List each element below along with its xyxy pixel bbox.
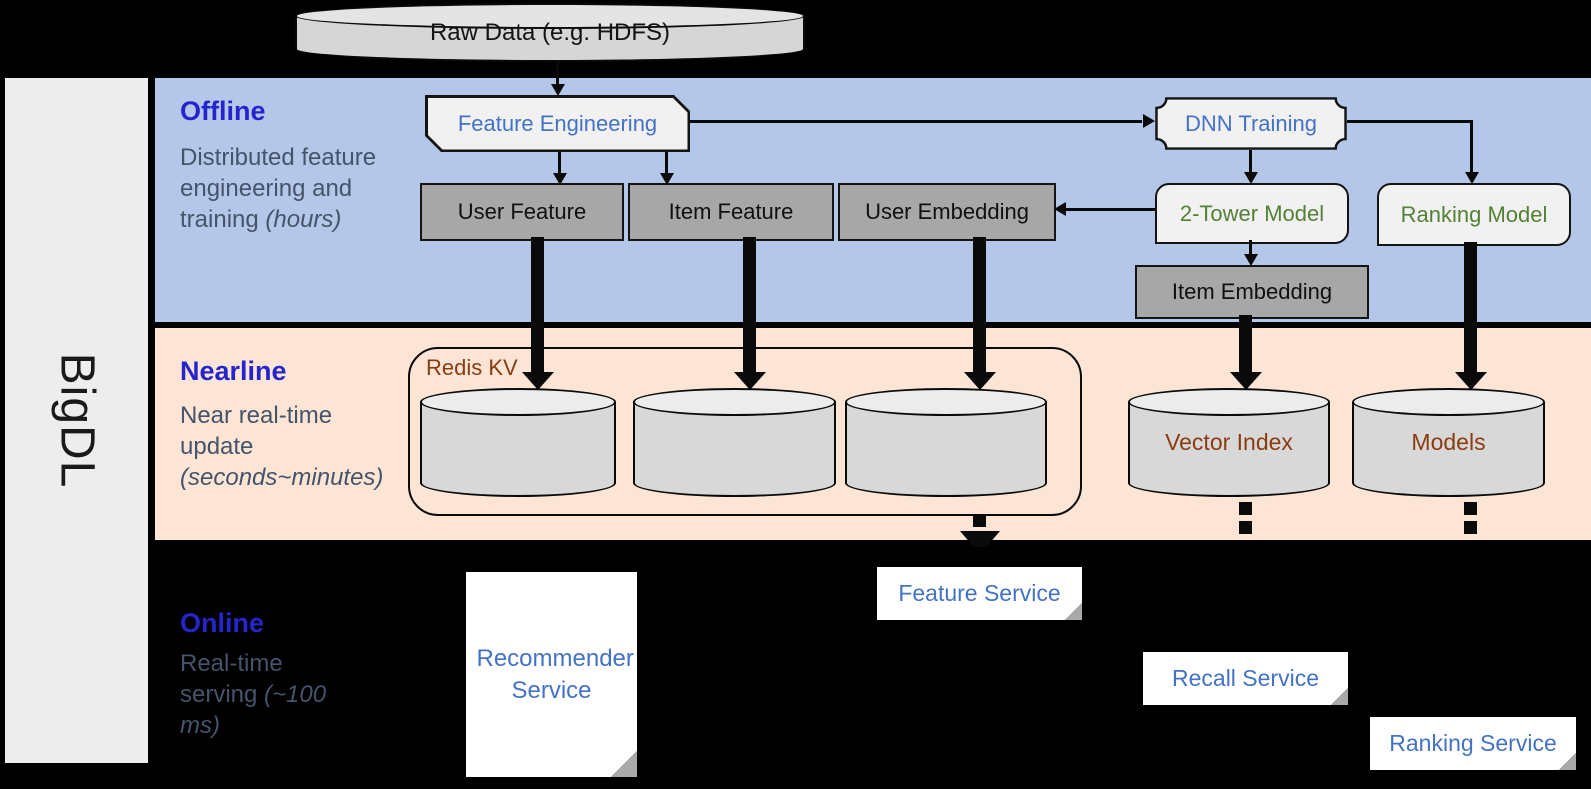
cylinder-top [845, 388, 1047, 416]
arrow-rankingmodel-to-models-bar [1464, 242, 1477, 372]
arrow-userfeature-to-kv-bar [531, 237, 544, 372]
dnn-training-label: DNN Training [1184, 110, 1318, 136]
ranking-model-node: Ranking Model [1377, 183, 1571, 246]
arrow-twotower-to-itemembedding-line [1249, 240, 1252, 254]
cylinder-top [633, 388, 836, 416]
document-shape [1370, 717, 1576, 770]
arrow-fe-to-userfeature-line [558, 152, 561, 173]
recall-service-node: Recall Service [1143, 652, 1348, 705]
kv-shard-cylinder-2 [633, 388, 836, 497]
feature-service-node: Feature Service [877, 567, 1082, 620]
bigdl-sidebar: BigDL [5, 78, 148, 763]
arrow-twotower-to-itemembedding-head [1244, 254, 1258, 266]
arrow-itemfeature-to-kv-head [734, 372, 766, 390]
arrow-rankingmodel-to-models-head [1455, 372, 1487, 390]
feature-service-label: Feature Service [898, 579, 1061, 606]
models-cylinder: Models [1352, 388, 1545, 497]
arrow-itemfeature-to-kv-bar [743, 237, 756, 372]
recommender-service-label: Recommender Service [476, 645, 634, 704]
item-embedding-node: Item Embedding [1135, 265, 1369, 319]
arrow-twotower-to-userembedding-head [1054, 202, 1066, 216]
cylinder-top [420, 388, 616, 416]
kv-shard-cylinder-1 [420, 388, 616, 497]
ranking-service-node: Ranking Service [1370, 717, 1576, 770]
arrow-dnn-to-rankingmodel-hline [1347, 120, 1473, 123]
recommender-service-node: Recommender Service [466, 572, 637, 777]
arrow-fe-to-itemfeature-head [660, 173, 674, 185]
online-desc-note: (~100 ms) [180, 681, 327, 740]
arrow-dnn-to-twotower-line [1249, 150, 1252, 172]
arrow-itemembedding-to-vectorindex-bar [1239, 315, 1252, 372]
feature-engineering-fill [428, 98, 688, 150]
nearline-section-desc: Near real-time update (seconds~minutes) [180, 400, 398, 494]
arrow-fe-to-itemfeature-line [665, 152, 668, 173]
online-section-title: Online [180, 608, 265, 638]
redis-kv-label: Redis KV [426, 355, 518, 380]
vector-index-label: Vector Index [1165, 429, 1293, 455]
arrow-twotower-to-userembedding-line [1066, 208, 1155, 211]
nearline-desc-note: (seconds~minutes) [180, 464, 384, 492]
document-shape [877, 567, 1082, 620]
dashed-vectorindex-stub-2 [1239, 521, 1252, 534]
cylinder-top [1128, 388, 1330, 416]
arrow-fe-to-dnn-head [1143, 114, 1155, 128]
arrow-userfeature-to-kv-head [522, 372, 554, 390]
raw-data-cylinder: Raw Data (e.g. HDFS) [295, 3, 805, 62]
item-feature-node: Item Feature [628, 183, 834, 241]
arrow-dnn-to-rankingmodel-head [1465, 172, 1479, 184]
offline-desc-text: Distributed feature engineering and trai… [180, 144, 377, 234]
nearline-section-title: Nearline [180, 356, 287, 386]
dashed-models-stub-2 [1464, 521, 1477, 534]
cylinder-top [295, 3, 805, 29]
dnn-training-node: DNN Training [1155, 97, 1347, 150]
document-shape [1143, 652, 1348, 705]
user-feature-node: User Feature [420, 183, 624, 241]
online-desc-text: Real-time serving [180, 650, 283, 709]
kv-shard-cylinder-3 [845, 388, 1047, 497]
arrow-rawdata-to-fe-line [556, 62, 559, 84]
cylinder-top [1352, 388, 1545, 416]
document-shape [466, 572, 637, 777]
arrow-dnn-to-rankingmodel-vline [1470, 120, 1473, 172]
online-section-desc: Real-time serving (~100 ms) [180, 648, 355, 742]
redis-kv-container: Redis KV [408, 347, 1082, 516]
offline-section-title: Offline [180, 96, 266, 126]
arrow-rawdata-to-fe-head [551, 84, 565, 96]
bigdl-logo-text: BigDL [49, 352, 103, 489]
arrow-dnn-to-twotower-head [1244, 172, 1258, 184]
feature-engineering-node: Feature Engineering [425, 95, 690, 152]
offline-section-desc: Distributed feature engineering and trai… [180, 142, 385, 236]
recall-service-label: Recall Service [1172, 664, 1319, 691]
arrow-fe-to-dnn-line [690, 120, 1142, 123]
arrow-fe-to-userfeature-head [553, 173, 567, 185]
dashed-models-stub-1 [1464, 502, 1477, 515]
ranking-service-label: Ranking Service [1389, 729, 1557, 756]
arrow-userembedding-to-kv-bar [973, 237, 986, 372]
feature-engineering-label: Feature Engineering [457, 110, 658, 136]
offline-desc-note: (hours) [265, 206, 342, 234]
user-embedding-node: User Embedding [838, 183, 1056, 241]
dashed-arrow-kv-to-featureservice-dash [973, 514, 986, 527]
nearline-desc-text: Near real-time update [180, 402, 333, 461]
vector-index-cylinder: Vector Index [1128, 388, 1330, 497]
dashed-vectorindex-stub-1 [1239, 502, 1252, 515]
arrow-itemembedding-to-vectorindex-head [1230, 372, 1262, 390]
two-tower-model-node: 2-Tower Model [1155, 183, 1349, 244]
raw-data-label: Raw Data (e.g. HDFS) [429, 18, 671, 46]
arrow-userembedding-to-kv-head [964, 372, 996, 390]
models-label: Models [1411, 429, 1486, 455]
plaque-shape [1155, 97, 1347, 150]
